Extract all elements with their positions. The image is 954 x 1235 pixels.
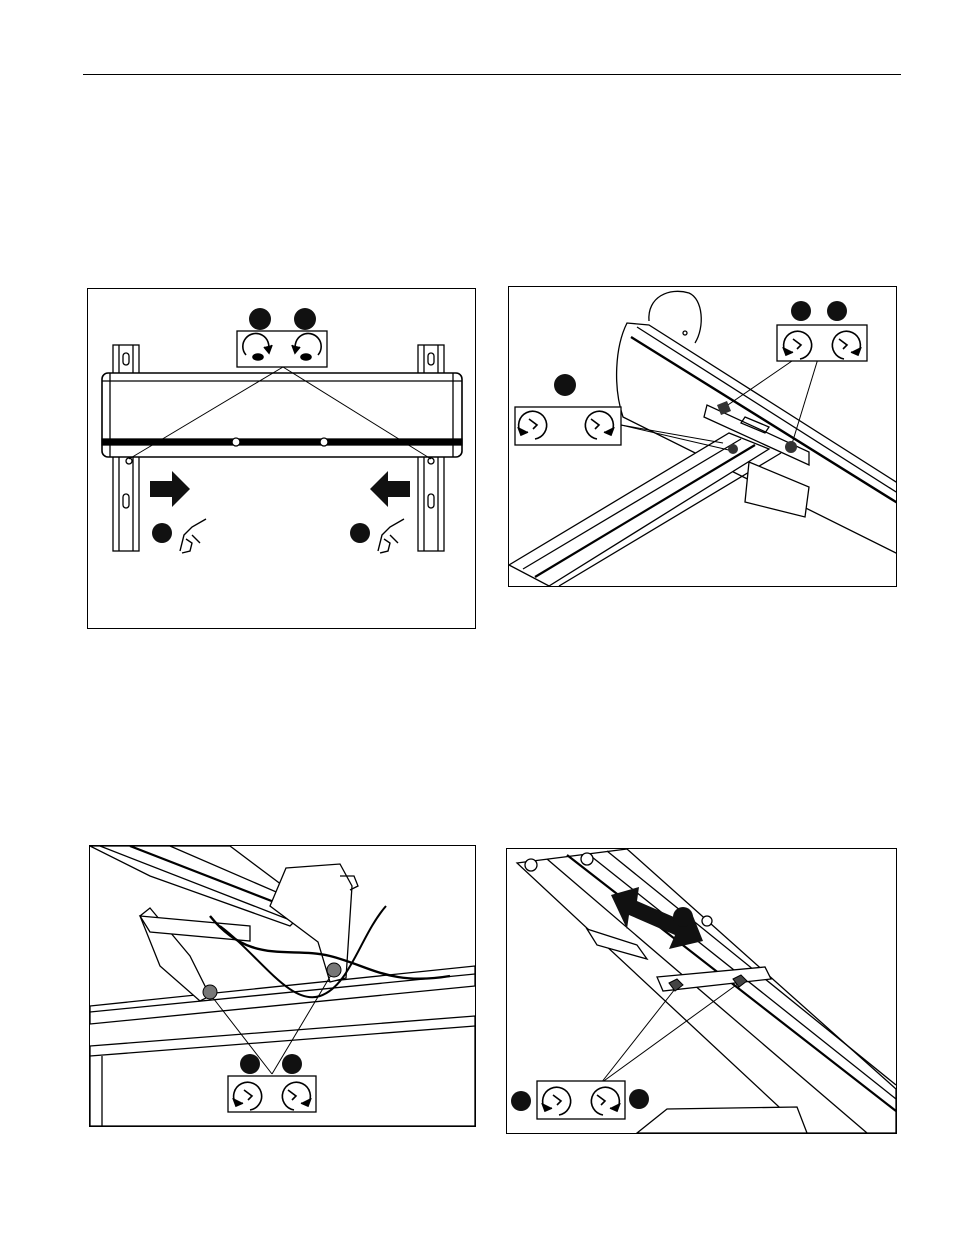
callout-dot (240, 1054, 260, 1074)
figure-4-illustration (507, 849, 896, 1133)
figure-4-panel (506, 848, 897, 1134)
callout-dot (511, 1091, 531, 1111)
callout-dot (282, 1054, 302, 1074)
callout-dot (249, 308, 271, 330)
figure-1-illustration (88, 289, 475, 628)
hand-icon (180, 519, 206, 553)
callout-dot (791, 301, 811, 321)
figure-3-illustration (90, 846, 475, 1126)
figure-3-panel (89, 845, 476, 1127)
callout-dot (294, 308, 316, 330)
callout-dot (673, 907, 693, 927)
callout-dot (827, 301, 847, 321)
callout-dot (152, 523, 172, 543)
figure-2-illustration (509, 287, 896, 586)
push-arrow-right-icon (150, 471, 190, 507)
push-arrow-left-icon (370, 471, 410, 507)
callout-dot (554, 374, 576, 396)
header-rule (83, 74, 901, 75)
callout-dot (350, 523, 370, 543)
hand-icon (378, 519, 404, 553)
figure-1-panel (87, 288, 476, 629)
figure-2-panel (508, 286, 897, 587)
callout-dot (629, 1089, 649, 1109)
